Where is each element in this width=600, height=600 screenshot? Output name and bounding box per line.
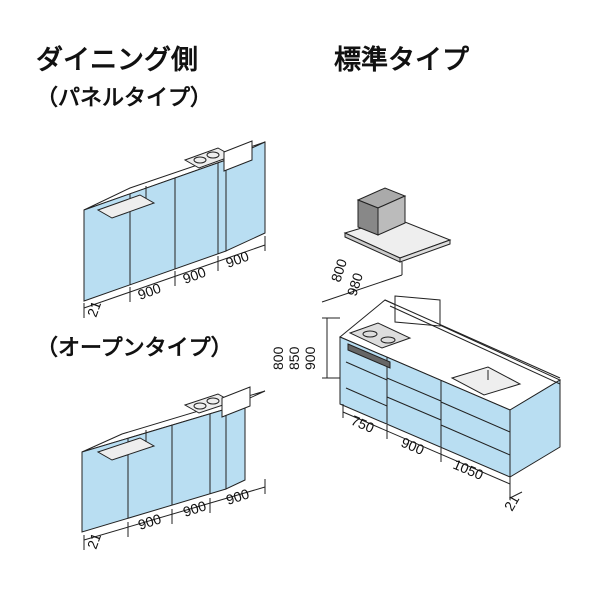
standard-width-lines [342, 404, 523, 500]
panel-depth-label: 21 [84, 299, 104, 319]
hood-dimension-lines [321, 262, 403, 303]
hood-height-label-980: 980 [344, 271, 367, 298]
standard-backsplash [394, 295, 441, 327]
open-width-label-1: 900 [136, 510, 163, 533]
standard-kitchen [339, 295, 562, 478]
panel-front-face [83, 159, 227, 302]
panel-width-label-3: 900 [224, 248, 252, 271]
title-open-type: （オープンタイプ） [36, 336, 233, 361]
standard-control-panel [347, 343, 391, 369]
open-dimension-lines [83, 479, 266, 550]
standard-depth-21: 21 [501, 492, 523, 514]
panel-width-label-2: 900 [181, 264, 209, 287]
counter-height-800: 800 [270, 346, 286, 370]
panel-type-kitchen [83, 140, 266, 302]
standard-sink [450, 366, 522, 396]
range-hood [343, 187, 452, 263]
standard-height-lines [322, 317, 340, 379]
open-depth-label: 21 [84, 531, 104, 551]
open-type-kitchen [81, 386, 266, 533]
open-width-label-3: 900 [224, 485, 251, 508]
open-front-face [81, 408, 227, 533]
counter-height-850: 850 [286, 346, 302, 370]
open-backsplash [221, 386, 251, 418]
open-sink [96, 437, 156, 461]
open-width-label-2: 900 [181, 497, 208, 520]
counter-height-900: 900 [302, 346, 318, 370]
title-panel-type: （パネルタイプ） [36, 86, 213, 111]
panel-sink [96, 194, 156, 219]
panel-backsplash [223, 140, 253, 172]
title-dining-side: ダイニング側 [36, 45, 198, 76]
title-standard-type: 標準タイプ [334, 45, 469, 76]
hood-height-label-800: 800 [328, 257, 351, 284]
panel-width-label-1: 900 [136, 280, 164, 303]
panel-dimension-lines [83, 236, 266, 318]
standard-cooktop [348, 322, 412, 349]
